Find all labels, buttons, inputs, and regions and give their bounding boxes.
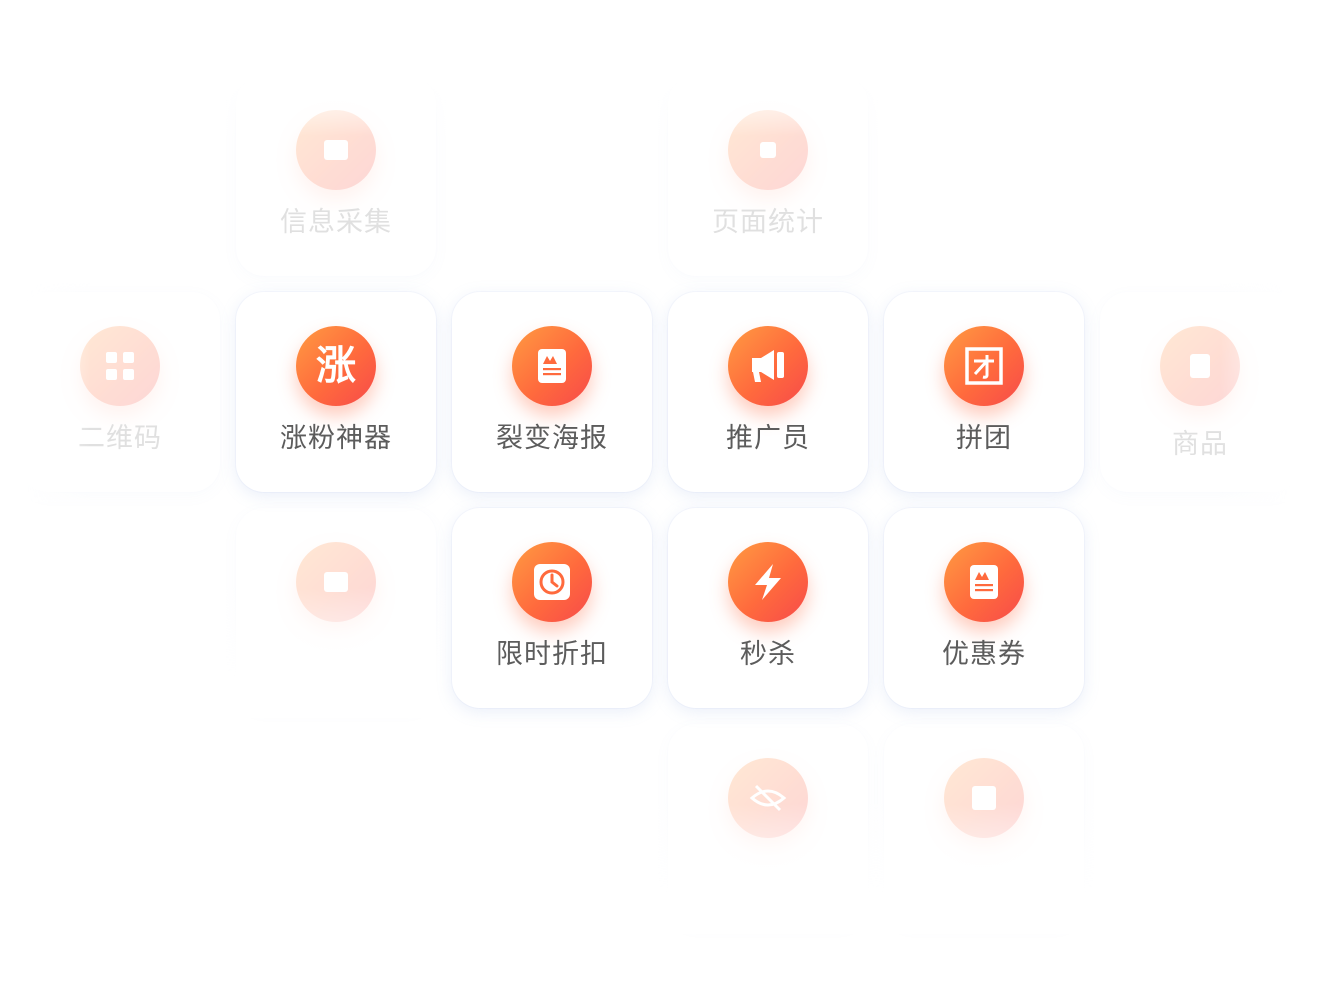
- product-icon: [1160, 326, 1240, 406]
- tile-qrcode[interactable]: 二维码: [10, 282, 220, 502]
- tile-viral-poster[interactable]: 裂变海报: [452, 292, 652, 492]
- tile-gallery[interactable]: [226, 508, 446, 718]
- tile-label: 页面统计: [712, 207, 824, 238]
- tile-shop[interactable]: [874, 724, 1094, 934]
- tile-label: 秒杀: [740, 639, 796, 670]
- zhang-icon: 涨: [296, 326, 376, 406]
- tile-label: 裂变海报: [496, 423, 608, 454]
- tile-label: 拼团: [956, 423, 1012, 454]
- tile-page-stats[interactable]: 页面统计: [658, 66, 878, 276]
- tile-product[interactable]: 商品: [1100, 282, 1310, 502]
- tile-coupon[interactable]: 优惠券: [884, 508, 1084, 708]
- eye-off-icon: [728, 758, 808, 838]
- images-icon: [296, 542, 376, 622]
- tile-group-buy[interactable]: 拼团: [884, 292, 1084, 492]
- tile-label: 限时折扣: [496, 639, 608, 670]
- tile-label: 信息采集: [280, 207, 392, 238]
- tile-label: 二维码: [78, 423, 162, 454]
- clock-icon: [512, 542, 592, 622]
- megaphone-icon: [728, 326, 808, 406]
- lightning-icon: [728, 542, 808, 622]
- store-icon: [944, 758, 1024, 838]
- coupon-icon: [944, 542, 1024, 622]
- tile-info-collect[interactable]: 信息采集: [226, 66, 446, 276]
- tile-label: 推广员: [726, 423, 810, 454]
- qrcode-icon: [80, 326, 160, 406]
- group-icon: [944, 326, 1024, 406]
- tile-promoter[interactable]: 推广员: [668, 292, 868, 492]
- tile-label: 商品: [1172, 429, 1228, 460]
- poster-icon: [512, 326, 592, 406]
- tile-hidden[interactable]: [658, 724, 878, 934]
- tile-fan-growth[interactable]: 涨 涨粉神器: [236, 292, 436, 492]
- tile-label: 优惠券: [942, 639, 1026, 670]
- tile-seckill[interactable]: 秒杀: [668, 508, 868, 708]
- tile-label: 涨粉神器: [280, 423, 392, 454]
- chart-icon: [728, 110, 808, 190]
- form-icon: [296, 110, 376, 190]
- tile-flash-discount[interactable]: 限时折扣: [452, 508, 652, 708]
